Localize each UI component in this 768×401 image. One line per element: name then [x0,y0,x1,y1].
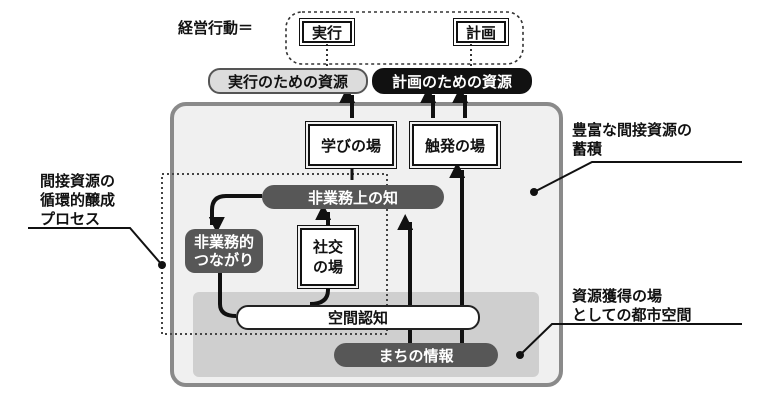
urban-line-1: 資源獲得の場 [572,287,663,305]
network-line-1: 非業務的 [193,233,254,251]
network-line-2: つながり [193,251,254,269]
pointer-urban-dot [516,351,524,359]
spatial-cognition-pill: 空間認知 [236,305,480,330]
pointer-circulation [28,227,163,266]
pointer-accumulation-dot [530,188,538,196]
annotation-accumulation: 豊富な間接資源の 蓄積 [572,121,692,159]
learning-place-box: 学びの場 [305,121,397,169]
circulation-line-3: プロセス [40,210,101,228]
social-line-2: の場 [312,258,343,276]
annotation-urban-space: 資源獲得の場 としての都市空間 [572,287,692,325]
management-frame [285,11,524,65]
accumulation-line-2: 蓄積 [572,140,603,158]
plan-box: 計画 [453,18,509,46]
circulation-region [161,173,388,335]
management-label: 経営行動＝ [178,19,254,37]
non-business-knowledge-pill: 非業務上の知 [262,185,444,209]
loop-network-spatial [218,268,237,318]
loop-spatial-social [309,288,330,306]
urban-line-2: としての都市空間 [572,306,692,324]
execution-resource-pill: 実行のための資源 [208,68,368,94]
circulation-line-2: 循環的醸成 [40,191,116,209]
accumulation-line-1: 豊富な間接資源の [572,121,693,139]
execute-box: 実行 [299,18,355,46]
pointer-urban [519,323,742,356]
pointer-accumulation [533,161,742,193]
loop-knowledge-network [208,194,262,233]
trigger-place-box: 触発の場 [409,121,501,169]
circulation-line-1: 間接資源の [40,172,116,190]
non-business-network-box: 非業務的 つながり [185,229,263,273]
annotation-circulation: 間接資源の 循環的醸成 プロセス [40,172,115,229]
social-place-box: 社交 の場 [297,225,359,289]
pointer-circulation-dot [158,261,166,269]
social-line-1: 社交 [312,238,343,256]
town-info-pill: まちの情報 [334,343,498,367]
planning-resource-pill: 計画のための資源 [372,68,532,94]
